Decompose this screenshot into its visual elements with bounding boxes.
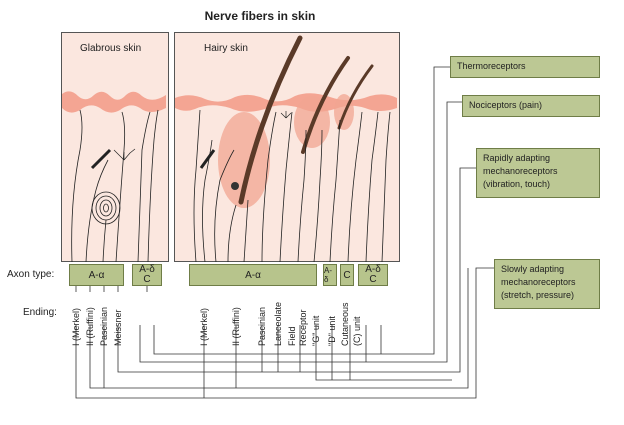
axon-box-hairy-a-alpha: A-α xyxy=(189,264,317,286)
ending-label: I (Merkel) xyxy=(71,308,81,346)
axon-label: A-δ xyxy=(365,264,381,275)
ending-label: I (Merkel) xyxy=(199,308,209,346)
axon-type-label: Axon type: xyxy=(7,269,55,280)
ending-label: Ending: xyxy=(23,307,57,318)
thermoreceptors-box: Thermoreceptors xyxy=(450,56,600,78)
ending-label: Receptor xyxy=(298,309,308,346)
axon-box-glabrous-a-delta-c: A-δ C xyxy=(132,264,162,286)
slowly-adapting-line: mechanoreceptors xyxy=(501,277,576,287)
ending-label: "D" unit xyxy=(327,316,337,346)
axon-box-hairy-a-delta: A-δ xyxy=(323,264,337,286)
axon-box-hairy-c: C xyxy=(340,264,354,286)
slowly-adapting-box: Slowly adapting mechanoreceptors (stretc… xyxy=(494,259,600,309)
ending-label: II (Ruffini) xyxy=(231,307,241,346)
ending-label: II (Ruffini) xyxy=(85,307,95,346)
axon-box-glabrous-a-alpha: A-α xyxy=(69,264,124,286)
axon-label: C xyxy=(143,274,151,285)
slowly-adapting-line: (stretch, pressure) xyxy=(501,290,575,300)
axon-label: C xyxy=(369,274,377,285)
ending-label: Meissner xyxy=(113,309,123,346)
ending-label: Cutaneous xyxy=(340,302,350,346)
rapidly-adapting-line: (vibration, touch) xyxy=(483,179,551,189)
axon-box-hairy-a-delta-c: A-δ C xyxy=(358,264,388,286)
diagram-title: Nerve fibers in skin xyxy=(204,9,316,23)
ending-label: "G" unit xyxy=(311,315,321,346)
glabrous-skin-panel xyxy=(61,32,169,262)
axon-label: C xyxy=(343,269,351,281)
nociceptors-box: Nociceptors (pain) xyxy=(462,95,600,117)
ending-label: Pascinian xyxy=(99,306,109,346)
slowly-adapting-line: Slowly adapting xyxy=(501,264,565,274)
ending-label: Pascinian xyxy=(257,306,267,346)
axon-label: A-α xyxy=(88,269,105,281)
nociceptors-label: Nociceptors (pain) xyxy=(469,100,543,110)
axon-label: A-δ xyxy=(139,264,155,275)
ending-label: Lanceolate xyxy=(273,301,283,346)
ending-label: (C) unit xyxy=(352,316,362,346)
hairy-skin-label: Hairy skin xyxy=(204,43,248,54)
axon-label: A-α xyxy=(245,269,261,281)
ending-label: Field xyxy=(287,326,297,346)
rapidly-adapting-box: Rapidly adapting mechanoreceptors (vibra… xyxy=(476,148,600,198)
axon-label: A-δ xyxy=(324,266,332,284)
thermoreceptors-label: Thermoreceptors xyxy=(457,61,526,71)
rapidly-adapting-line: Rapidly adapting xyxy=(483,153,551,163)
rapidly-adapting-line: mechanoreceptors xyxy=(483,166,558,176)
glabrous-skin-label: Glabrous skin xyxy=(80,43,142,54)
